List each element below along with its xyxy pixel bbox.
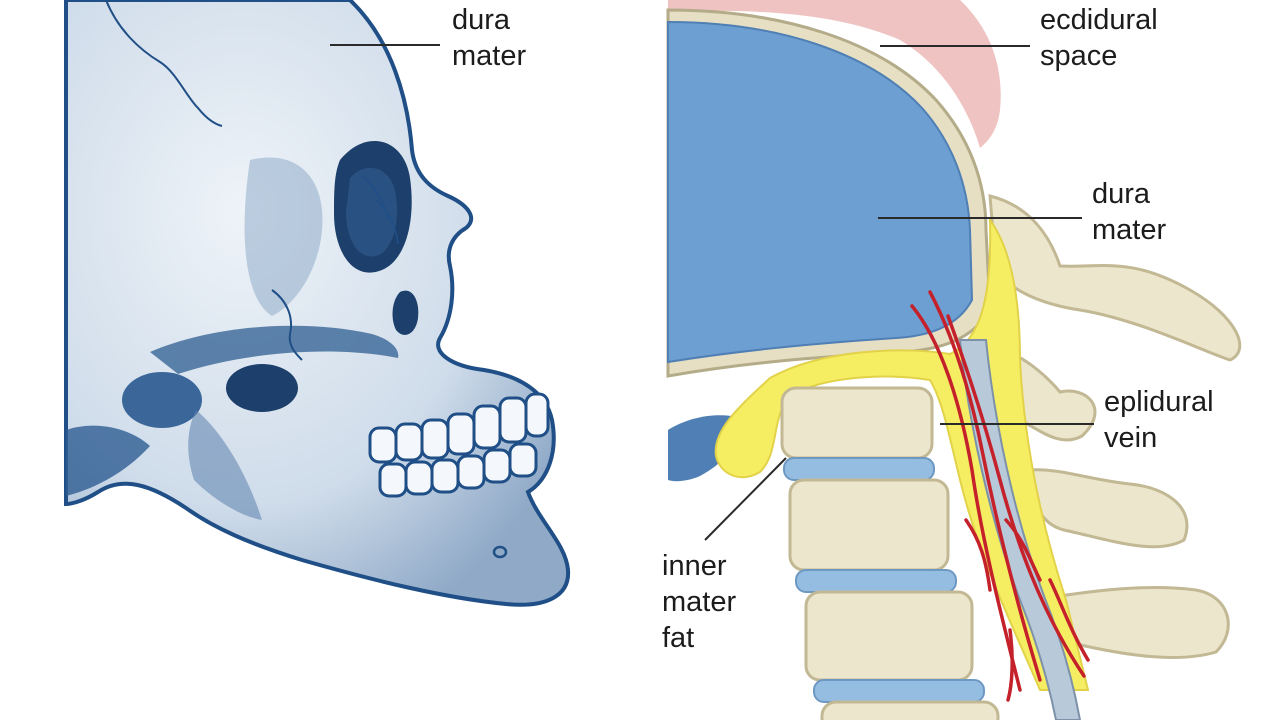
label-line: space [1040, 40, 1118, 72]
tooth [420, 418, 450, 460]
dura-mater-label-left: dura mater [452, 2, 526, 74]
spinous-process [1028, 468, 1189, 549]
mastoid-process [122, 372, 202, 428]
vein [928, 290, 1042, 682]
label-line: mater [452, 40, 527, 72]
tooth [394, 422, 424, 462]
tooth [368, 426, 398, 464]
tooth [482, 448, 512, 484]
intervertebral-disc [795, 569, 957, 593]
label-line: dura [1092, 178, 1151, 210]
spinous-process [1001, 347, 1097, 442]
lambdoid-suture [271, 289, 303, 361]
label-line: fat [662, 622, 695, 654]
skull-illustration [64, 0, 571, 607]
label-line: dura [452, 4, 511, 36]
inner-fat-leader [704, 457, 787, 541]
brain-region [667, 20, 974, 364]
vein [1006, 628, 1014, 702]
nasal-suture [361, 175, 399, 245]
vein [1004, 518, 1042, 582]
vertebra-body [820, 700, 1000, 720]
inner-fat-label: inner mater fat [662, 548, 736, 656]
mandible-shadow [188, 410, 262, 520]
vein [946, 314, 1086, 678]
vein [964, 518, 992, 592]
cheekbone-shadow [150, 325, 399, 374]
epidural-fat [714, 216, 1090, 691]
skin-tissue [668, 0, 1001, 148]
nasal-cavity [392, 290, 419, 335]
dura-mater-label-right: dura mater [1092, 176, 1166, 248]
occipital-shadow [66, 425, 150, 496]
epidural-vein-label: eplidural vein [1104, 384, 1214, 456]
epidural-veins [910, 290, 1090, 702]
tooth [456, 454, 486, 490]
skull-outline [64, 0, 571, 607]
vertebrae [780, 386, 1000, 720]
spinous-process [1058, 586, 1230, 659]
vertebra-body [804, 590, 974, 682]
vertebra-body [780, 386, 934, 460]
vein [910, 304, 1022, 692]
spine-illustration [666, 0, 1242, 720]
label-line: mater [662, 586, 737, 618]
tooth [524, 392, 550, 438]
spinous-process [988, 194, 1242, 362]
teeth [368, 392, 550, 498]
tooth [472, 404, 502, 450]
tooth [378, 462, 408, 498]
tooth [498, 396, 528, 444]
label-line: inner [662, 550, 727, 582]
tooth [508, 442, 538, 478]
epidural-space-label: ecdidural space [1040, 2, 1158, 74]
tooth [404, 460, 434, 496]
label-line: ecdidural [1040, 4, 1158, 36]
vein [1048, 578, 1090, 662]
label-line: eplidural [1104, 386, 1214, 418]
intervertebral-disc [813, 679, 985, 703]
tooth [446, 412, 476, 456]
label-line: vein [1104, 422, 1158, 454]
coronal-suture [105, 0, 223, 127]
ear-opening [226, 364, 298, 412]
label-line: mater [1092, 214, 1167, 246]
spinal-cord [958, 339, 1082, 720]
tooth [430, 458, 460, 494]
eye-socket-inner [346, 167, 398, 257]
spinous-processes [988, 194, 1242, 659]
temporal-shadow [244, 157, 323, 316]
intervertebral-disc [783, 457, 935, 481]
vertebra-body [788, 478, 950, 572]
mental-foramen [492, 545, 508, 559]
